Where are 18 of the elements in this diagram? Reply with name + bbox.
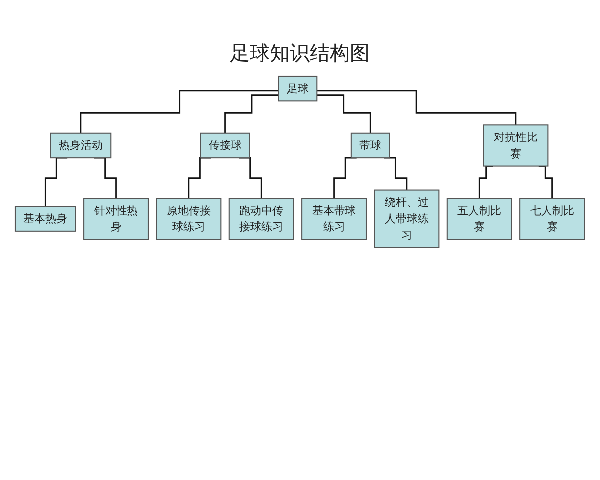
node-box: 七人制比赛 [520, 198, 586, 240]
node-box: 绕杆、过人带球练习 [374, 190, 440, 248]
node-box: 传接球 [200, 132, 250, 159]
connector [317, 90, 517, 126]
connector [317, 94, 372, 134]
node-box: 基本热身 [14, 206, 76, 232]
node-box: 原地传接球练习 [156, 198, 222, 240]
connector [80, 90, 279, 134]
node-box: 足球 [278, 76, 318, 102]
node-box: 基本带球练习 [302, 198, 368, 240]
node-box: 跑动中传接球练习 [228, 198, 294, 240]
node-box: 对抗性比赛 [483, 124, 549, 167]
diagram-title: 足球知识结构图 [229, 40, 371, 67]
connector [224, 94, 279, 134]
node-box: 热身活动 [50, 132, 112, 159]
node-box: 针对性热身 [84, 198, 149, 240]
node-box: 五人制比赛 [446, 198, 512, 240]
node-box: 带球 [350, 132, 390, 159]
